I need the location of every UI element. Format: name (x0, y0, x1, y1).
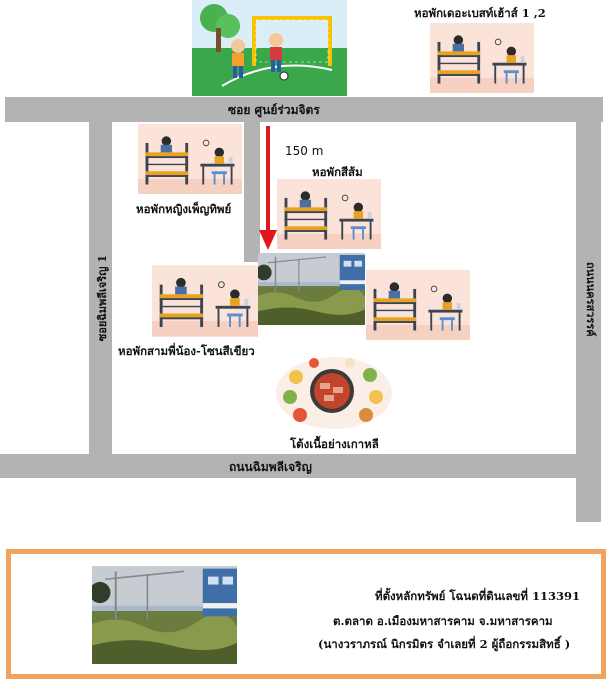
road-soi-top (5, 97, 603, 122)
top-right-dorm-label: หอพักเดอะเบสท์เฮ้าส์ 1 ,2 (414, 6, 546, 20)
info-line-1: ที่ตั้งหลักทรัพย์ โฉนดที่ดินเลขที่ 11339… (375, 589, 581, 603)
bottom-road-label: ถนนฉิมพลีเจริญ (229, 460, 312, 474)
property-photo (258, 251, 365, 327)
right-road-label: ถนนนครสวรรค์ (584, 262, 597, 337)
distance-label: 150 m (285, 144, 324, 158)
road-inner (244, 122, 260, 262)
soi-top-label: ซอย ศูนย์ร่วมจิตร (228, 103, 320, 117)
info-property-photo (92, 566, 237, 664)
road-bottom (0, 454, 601, 478)
road-left-soi (89, 122, 112, 454)
top-right-dorm-illustration (430, 21, 534, 95)
bbq-label: โต้งเนื้อย่างเกาหลี (290, 437, 379, 451)
info-line-2: ต.ตลาด อ.เมืองมหาสารคาม จ.มหาสารคาม (333, 614, 553, 628)
green-dorm-illustration (152, 264, 258, 338)
info-line-3: (นางวราภรณ์ นิกรมิตร จำเลยที่ 2 ผู้ถือกร… (318, 637, 571, 651)
bbq-illustration (276, 357, 392, 429)
green-dorm-label: หอพักสามพี่น้อง-โซนสีเขียว (118, 344, 255, 358)
distance-arrow (259, 126, 277, 250)
orange-dorm-label: หอพักสีส้ม (312, 165, 363, 179)
right-dorm-illustration (366, 268, 470, 342)
girls-dorm-label: หอพักหญิงเพ็ญทิพย์ (136, 202, 232, 216)
girls-dorm-illustration (138, 123, 242, 195)
football-illustration (192, 0, 347, 96)
orange-dorm-illustration (277, 178, 381, 250)
road-right (576, 97, 601, 522)
left-soi-label: ซอยฉิมพลีเจริญ 1 (96, 255, 109, 342)
